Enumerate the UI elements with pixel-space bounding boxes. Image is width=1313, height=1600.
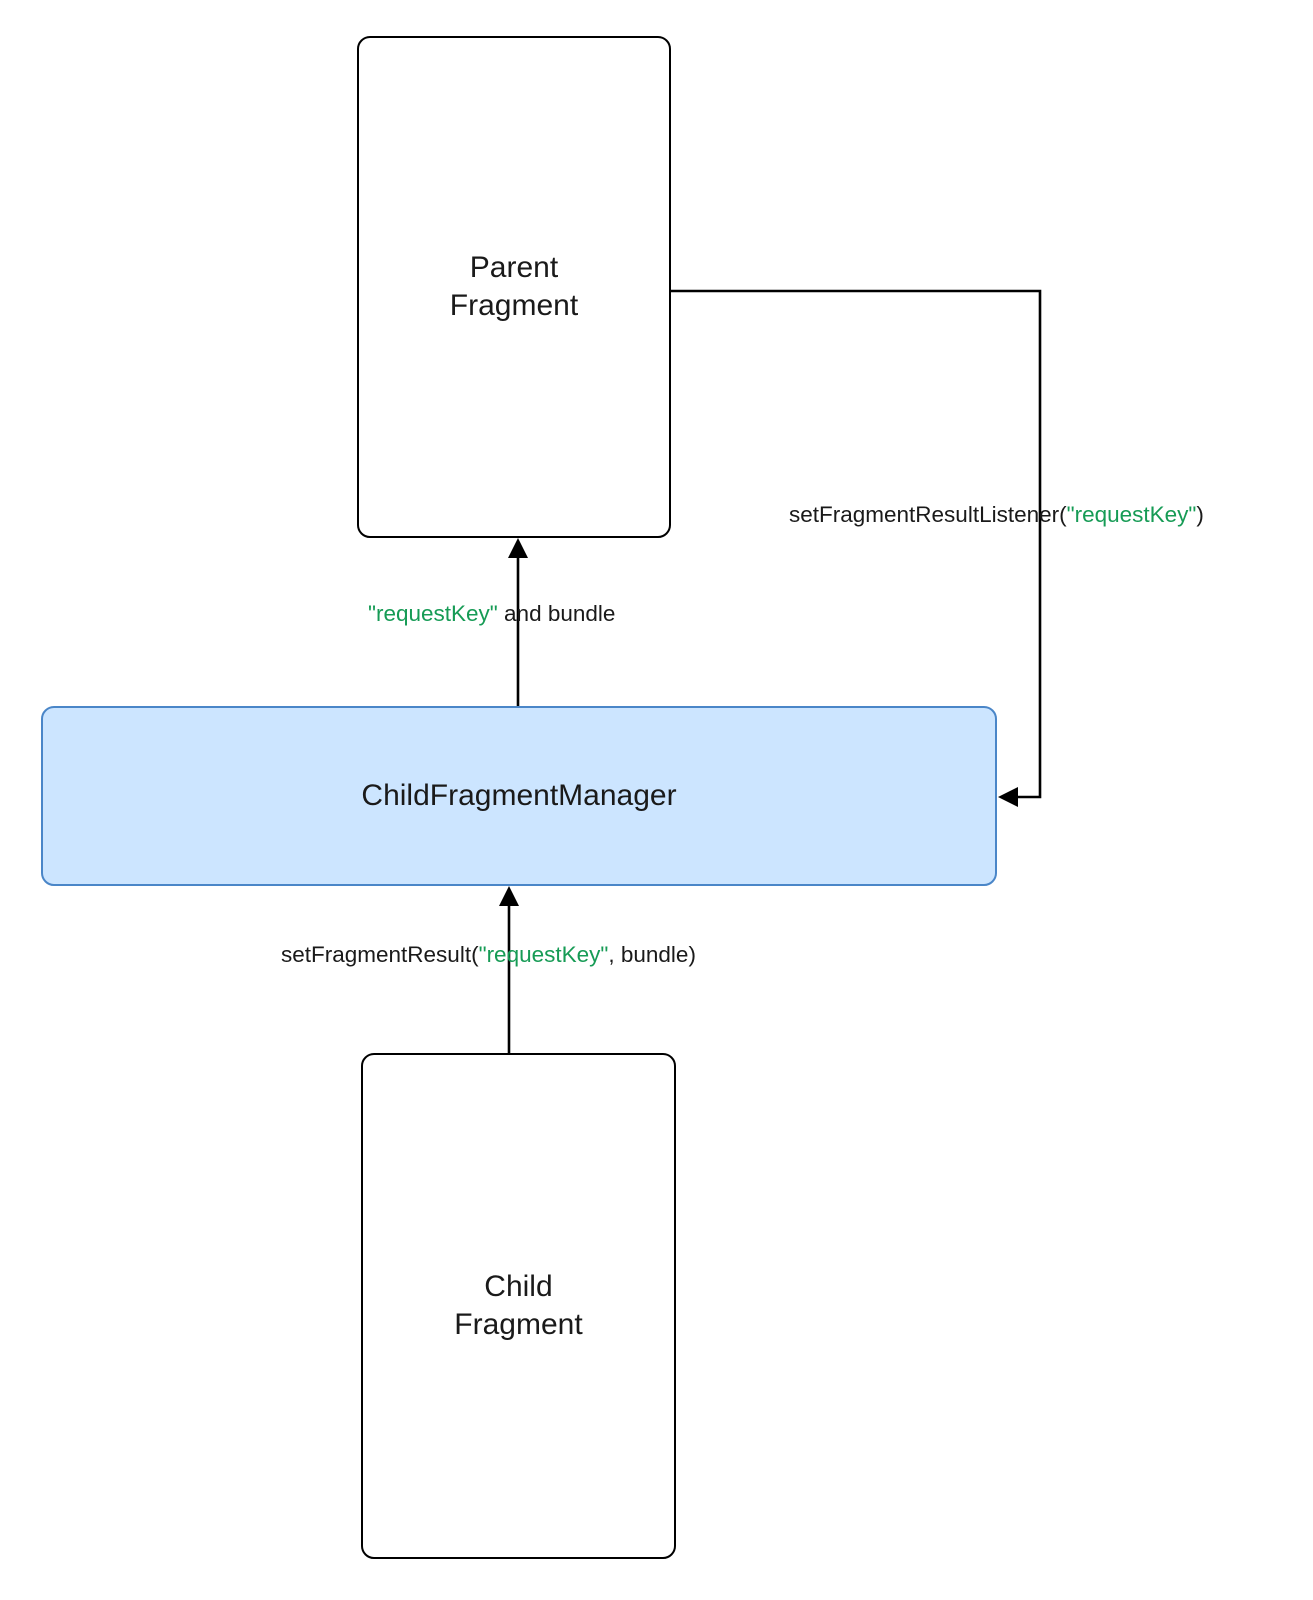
edge-label-set-fragment-result-listener: setFragmentResultListener("requestKey") xyxy=(789,501,1204,528)
edge-label-request-key-and-bundle: "requestKey" and bundle xyxy=(368,600,615,627)
edge-label-suffix: ) xyxy=(1196,502,1204,527)
edge-label-request-key: "requestKey" xyxy=(1066,502,1197,527)
node-parent-fragment[interactable]: Parent Fragment xyxy=(357,36,671,538)
connector-set-result xyxy=(499,886,519,1053)
edge-label-suffix: and bundle xyxy=(497,601,616,626)
node-child-fragment[interactable]: Child Fragment xyxy=(361,1053,676,1559)
edge-label-request-key: "requestKey" xyxy=(368,601,498,626)
edge-label-set-fragment-result: setFragmentResult("requestKey", bundle) xyxy=(281,941,696,968)
node-child-fragment-manager[interactable]: ChildFragmentManager xyxy=(41,706,997,886)
edge-label-prefix: setFragmentResult( xyxy=(281,942,479,967)
edge-label-request-key: "requestKey" xyxy=(478,942,609,967)
edge-label-prefix: setFragmentResultListener( xyxy=(789,502,1067,527)
edge-label-suffix: , bundle) xyxy=(608,942,696,967)
